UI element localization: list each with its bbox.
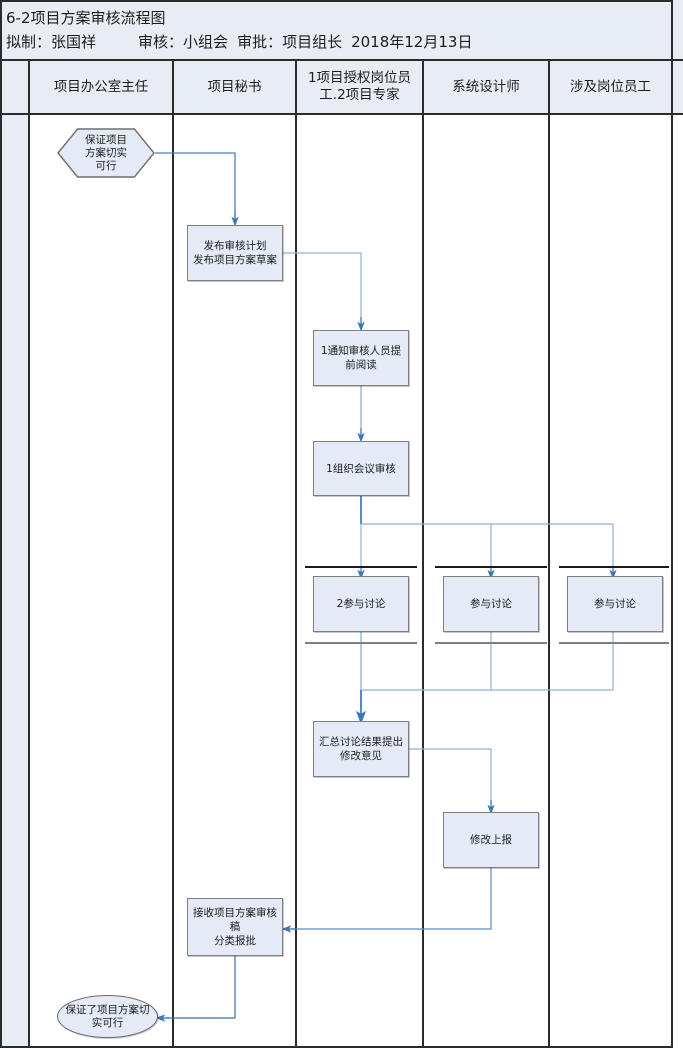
node-label: 保证项目 方案切实 可行 xyxy=(85,133,127,172)
node-end[interactable]: 保证了项目方案切 实可行 xyxy=(57,995,158,1038)
lane-divider xyxy=(548,61,550,1048)
node-label: 修改上报 xyxy=(470,834,512,846)
document-meta-line: 拟制：张国祥 审核：小组会审批：项目组长 2018年12月13日 xyxy=(6,31,472,52)
lane-divider xyxy=(422,61,424,1048)
sync-top-3 xyxy=(559,566,669,568)
sync-bottom-3 xyxy=(559,642,669,644)
node-start[interactable]: 保证项目 方案切实 可行 xyxy=(57,128,155,178)
prepared-by-value: 张国祥 xyxy=(51,33,97,51)
frame-right-border xyxy=(671,0,673,1048)
document-date: 2018年12月13日 xyxy=(351,33,473,51)
node-summarize[interactable]: 汇总讨论结果提出 修改意见 xyxy=(313,721,409,777)
hexagon-shape xyxy=(57,128,155,178)
lane-header-label: 涉及岗位员工 xyxy=(570,78,651,95)
prepared-by-label: 拟制： xyxy=(6,33,52,51)
lane-header-office-director: 项目办公室主任 xyxy=(30,61,172,113)
sync-top-1 xyxy=(305,566,417,568)
node-organize-meeting[interactable]: 1组织会议审核 xyxy=(313,441,409,496)
node-receive-draft[interactable]: 接收项目方案审核稿 分类报批 xyxy=(187,898,283,956)
document-header-band xyxy=(0,0,683,61)
lane-divider xyxy=(295,61,297,1048)
node-label: 汇总讨论结果提出 修改意见 xyxy=(319,736,403,762)
approved-by-label: 审批： xyxy=(237,33,283,51)
node-label: 保证了项目方案切 实可行 xyxy=(65,1003,150,1029)
node-label: 发布审核计划 发布项目方案草案 xyxy=(193,240,277,266)
sync-bottom-2 xyxy=(435,642,547,644)
node-label: 1组织会议审核 xyxy=(326,462,396,475)
node-discuss-2[interactable]: 参与讨论 xyxy=(443,576,539,632)
sync-top-2 xyxy=(435,566,547,568)
node-notify-reviewers[interactable]: 1通知审核人员提 前阅读 xyxy=(313,330,409,386)
node-revise-report[interactable]: 修改上报 xyxy=(443,812,539,868)
node-discuss-3[interactable]: 参与讨论 xyxy=(567,576,663,632)
lane-header-authorized-staff: 1项目授权岗位员工.2项目专家 xyxy=(297,61,422,113)
reviewed-by-value: 小组会 xyxy=(183,33,229,51)
node-label: 接收项目方案审核稿 分类报批 xyxy=(193,907,277,947)
lane-divider xyxy=(28,61,30,1048)
lane-header-row xyxy=(0,61,683,115)
lane-gutter-column xyxy=(0,115,28,1048)
lane-header-project-secretary: 项目秘书 xyxy=(174,61,295,113)
node-label: 参与讨论 xyxy=(594,598,636,610)
lane-header-label: 1项目授权岗位员工.2项目专家 xyxy=(307,70,412,103)
reviewed-by-label: 审核： xyxy=(138,33,184,51)
lane-header-label: 项目秘书 xyxy=(207,78,262,95)
lane-divider xyxy=(172,61,174,1048)
frame-bottom-border xyxy=(0,1046,673,1048)
frame-left-border xyxy=(0,0,2,1048)
lane-header-system-designer: 系统设计师 xyxy=(424,61,548,113)
node-label: 1通知审核人员提 前阅读 xyxy=(320,345,402,371)
lane-header-involved-staff: 涉及岗位员工 xyxy=(550,61,671,113)
frame-top-border xyxy=(0,0,673,2)
page-title: 6-2项目方案审核流程图 xyxy=(6,9,166,27)
node-label: 参与讨论 xyxy=(470,598,512,610)
approved-by-value: 项目组长 xyxy=(282,33,343,51)
node-discuss-1[interactable]: 2参与讨论 xyxy=(313,576,409,632)
sync-bottom-1 xyxy=(305,642,417,644)
node-label: 2参与讨论 xyxy=(336,598,386,610)
node-publish-plan[interactable]: 发布审核计划 发布项目方案草案 xyxy=(187,225,283,281)
lane-header-label: 项目办公室主任 xyxy=(53,78,149,95)
lane-header-label: 系统设计师 xyxy=(452,78,520,95)
